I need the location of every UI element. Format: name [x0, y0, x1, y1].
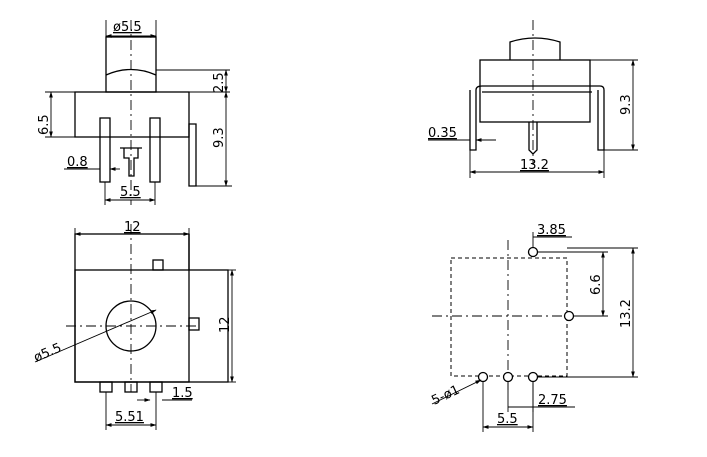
switch-body: [74, 91, 190, 138]
dim-body-width: 13.2: [520, 158, 549, 173]
top-view-left: 12 12 ø5.5 1.5 5.51: [32, 220, 236, 430]
dim-pin-width: 0.8: [67, 155, 88, 170]
dim-hole-offset-y: 6.6: [589, 274, 604, 295]
dim-pin-gap: 2.75: [538, 393, 567, 408]
dim-total-height: 9.3: [619, 94, 634, 115]
dim-pin-pitch: 5.5: [120, 185, 141, 200]
hole-bottom-center: [502, 371, 514, 383]
pin-left: [99, 381, 113, 393]
pin-right: [149, 117, 161, 183]
front-view-right: 9.3 0.35 13.2: [428, 20, 638, 178]
pin-center: [124, 381, 138, 393]
dim-depth: 12: [218, 316, 233, 333]
footprint-view: 3.85 6.6 13.2 5-ø1 2.75 5.5: [429, 223, 638, 432]
footprint-outline: [450, 257, 568, 377]
dim-body-height: 6.5: [37, 114, 52, 135]
bracket: [469, 85, 605, 151]
tab-top: [152, 259, 164, 271]
dim-width: 12: [124, 220, 141, 235]
hole-bottom-right: [527, 371, 539, 383]
switch-body: [479, 59, 591, 123]
button-cap: [509, 37, 561, 60]
pin-right: [149, 381, 163, 393]
dim-pin-span: 5.51: [115, 410, 144, 425]
hole-top: [527, 246, 539, 258]
dim-knob-dia: ø5.5: [32, 341, 64, 366]
pin-left: [99, 117, 111, 183]
dim-pin-offset: 1.5: [172, 386, 193, 401]
bracket: [188, 123, 197, 187]
dim-hole-offset-x: 3.85: [537, 223, 566, 238]
tab-right: [188, 317, 200, 331]
front-view-left: ø5.5 2.5 6.5 9.3 0.8 5.5: [37, 20, 232, 205]
body-outline: [74, 233, 190, 383]
dim-pin-span: 5.5: [497, 412, 518, 427]
dim-bracket-thickness: 0.35: [428, 126, 457, 141]
dim-total-height: 9.3: [212, 127, 227, 148]
dim-button-dia: ø5.5: [113, 20, 142, 35]
hole-bottom-left: [477, 371, 489, 383]
dim-hole-spec: 5-ø1: [429, 383, 462, 409]
hole-right: [563, 310, 575, 322]
dim-button-height: 2.5: [212, 72, 227, 93]
dim-height: 13.2: [619, 299, 634, 328]
